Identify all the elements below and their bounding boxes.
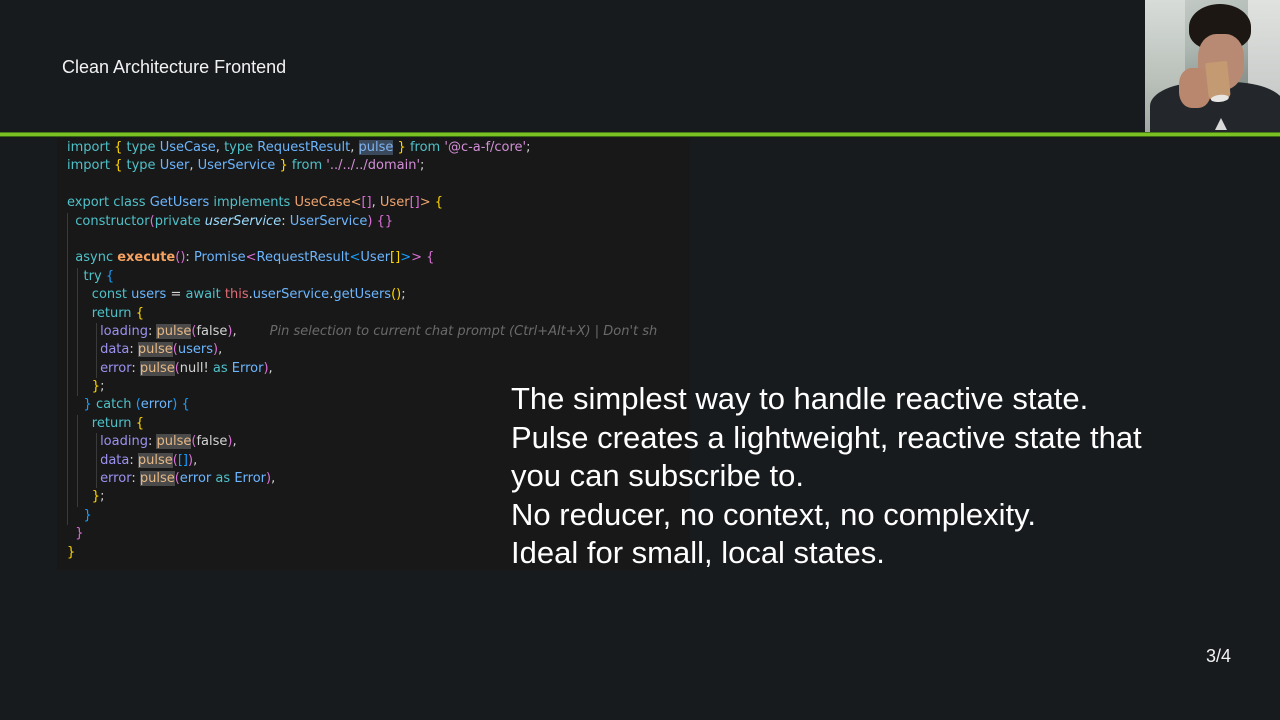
code-line-17: loading: pulse(false), xyxy=(57,433,690,452)
code-line-5: constructor(private userService: UserSer… xyxy=(57,212,690,231)
slide-page-number: 3/4 xyxy=(1206,646,1232,666)
inline-chat-hint[interactable]: Pin selection to current chat prompt (Ct… xyxy=(269,323,658,339)
code-line-2: import { type User, UserService } from '… xyxy=(67,158,425,174)
code-line-22: } xyxy=(75,526,84,542)
code-line-8: try { xyxy=(57,267,690,287)
selected-token[interactable]: pulse xyxy=(358,140,394,155)
code-line-14: }; xyxy=(57,378,690,397)
code-line-20: }; xyxy=(57,488,690,507)
header-accent-divider xyxy=(0,133,1280,136)
code-line-19: error: pulse(error as Error), xyxy=(57,470,690,489)
code-line-13: error: pulse(null! as Error), xyxy=(57,359,690,379)
code-line-18: data: pulse([]), xyxy=(57,451,690,471)
description-line-1: The simplest way to handle reactive stat… xyxy=(511,381,1089,416)
code-line-11: loading: pulse(false), Pin selection to … xyxy=(57,322,690,342)
slide-title: Clean Architecture Frontend xyxy=(62,57,287,77)
code-line-3 xyxy=(57,176,690,194)
photo-coffee-cup xyxy=(1205,60,1231,102)
code-line-10: return { xyxy=(57,304,690,323)
code-line-9: const users = await this.userService.get… xyxy=(57,286,690,305)
code-line-16: return { xyxy=(57,414,690,434)
code-line-7: async execute(): Promise<RequestResult<U… xyxy=(57,249,690,268)
code-line-15: } catch (error) { xyxy=(57,396,690,415)
description-line-5: Ideal for small, local states. xyxy=(511,535,885,570)
description-line-3: you can subscribe to. xyxy=(511,458,804,493)
code-line-21: } xyxy=(57,506,690,526)
code-line-12: data: pulse(users), xyxy=(57,341,690,360)
description-line-4: No reducer, no context, no complexity. xyxy=(511,496,1036,532)
code-snippet: import { type UseCase, type RequestResul… xyxy=(57,138,690,570)
description-line-2: Pulse creates a lightweight, reactive st… xyxy=(511,419,1142,455)
slide-description: The simplest way to handle reactive stat… xyxy=(511,380,1191,573)
code-line-1: import { type UseCase, type RequestResul… xyxy=(67,140,531,155)
code-line-4: export class GetUsers implements UseCase… xyxy=(67,195,444,211)
speaker-webcam-photo xyxy=(1145,0,1280,133)
code-line-6 xyxy=(57,230,690,250)
code-line-23: } xyxy=(67,544,76,560)
